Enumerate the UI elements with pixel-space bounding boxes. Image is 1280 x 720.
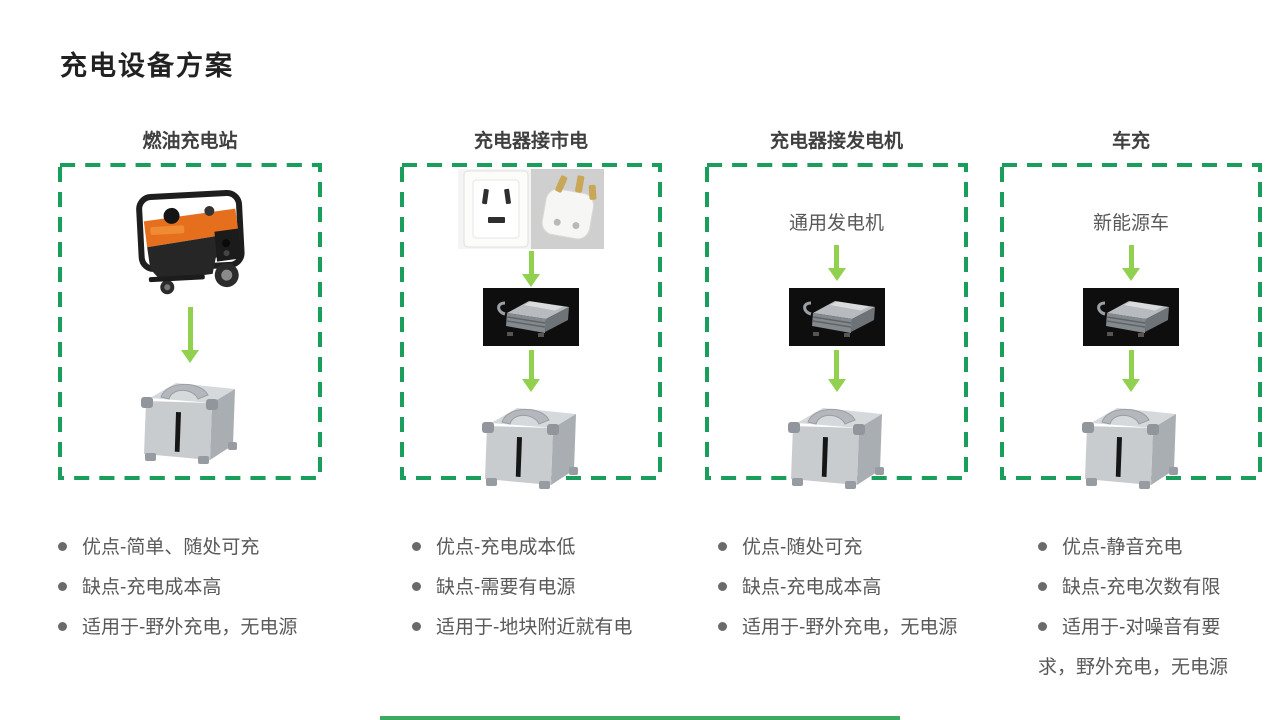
list-item: 适用于-地块附近就有电 (412, 608, 712, 648)
bullet-dot (1038, 582, 1047, 591)
bullet-dot (412, 582, 421, 591)
bullet-text: 优点-充电成本低 (436, 537, 576, 558)
bullet-dot (58, 582, 67, 591)
battery-pack-image (475, 393, 587, 493)
list-item: 缺点-充电次数有限 (1038, 568, 1236, 608)
flow-diagram: 通用发电机 (705, 163, 968, 480)
battery-pack-image (1075, 393, 1187, 493)
bullet-text: 缺点-充电成本高 (742, 577, 882, 598)
bullet-dot (58, 542, 67, 551)
wall-socket-and-plug-image (458, 169, 604, 249)
column-box-car-charger: 新能源车 (1000, 163, 1262, 480)
down-arrow-icon (834, 350, 839, 380)
list-item: 优点-充电成本低 (412, 528, 712, 568)
bullet-text: 适用于-野外充电，无电源 (742, 617, 958, 638)
bullet-dot (718, 622, 727, 631)
bullet-list-charger-mains: 优点-充电成本低 缺点-需要有电源 适用于-地块附近就有电 (412, 528, 712, 648)
battery-pack-image (134, 368, 246, 468)
bullet-dot (718, 542, 727, 551)
bullet-list-fuel-station: 优点-简单、随处可充 缺点-充电成本高 适用于-野外充电，无电源 (58, 528, 358, 648)
column-box-charger-generator: 通用发电机 (705, 163, 968, 480)
battery-pack-image (781, 393, 893, 493)
list-item: 缺点-充电成本高 (718, 568, 1014, 608)
page-title: 充电设备方案 (60, 51, 234, 81)
fuel-generator-image (119, 189, 261, 297)
bullet-text: 缺点-需要有电源 (436, 577, 576, 598)
bullet-dot (412, 622, 421, 631)
bullet-text: 缺点-充电次数有限 (1062, 577, 1221, 598)
bullet-text: 优点-简单、随处可充 (82, 537, 260, 558)
down-arrow-icon (528, 251, 534, 275)
bullet-dot (412, 542, 421, 551)
bullet-text: 适用于-对噪音有要求，野外充电，无电源 (1038, 617, 1229, 678)
column-header-charger-mains: 充电器接市电 (473, 131, 588, 152)
source-label-ev-car: 新能源车 (1092, 213, 1169, 234)
down-arrow-icon (1128, 245, 1134, 269)
column-header-car-charger: 车充 (1111, 131, 1150, 152)
column-header-fuel-station: 燃油充电站 (142, 131, 238, 152)
list-item: 缺点-需要有电源 (412, 568, 712, 608)
bullet-dot (58, 622, 67, 631)
footer-accent-bar (380, 716, 900, 720)
list-item: 优点-简单、随处可充 (58, 528, 358, 568)
list-item: 适用于-对噪音有要求，野外充电，无电源 (1038, 608, 1236, 688)
list-item: 优点-随处可充 (718, 528, 1014, 568)
list-item: 优点-静音充电 (1038, 528, 1236, 568)
bullet-dot (718, 582, 727, 591)
list-item: 适用于-野外充电，无电源 (58, 608, 358, 648)
charger-image (483, 288, 579, 346)
bullet-dot (1038, 542, 1047, 551)
bullet-list-charger-generator: 优点-随处可充 缺点-充电成本高 适用于-野外充电，无电源 (718, 528, 1014, 648)
bullet-dot (1038, 622, 1047, 631)
flow-diagram: 新能源车 (1000, 163, 1262, 480)
bullet-text: 适用于-地块附近就有电 (436, 617, 633, 638)
flow-diagram (58, 163, 322, 480)
source-label-generic-generator: 通用发电机 (788, 213, 884, 234)
dashed-border (58, 163, 322, 480)
charger-image (1083, 288, 1179, 346)
bullet-text: 缺点-充电成本高 (82, 577, 222, 598)
list-item: 缺点-充电成本高 (58, 568, 358, 608)
bullet-text: 优点-静音充电 (1062, 537, 1183, 558)
bullet-list-car-charger: 优点-静音充电 缺点-充电次数有限 适用于-对噪音有要求，野外充电，无电源 (1038, 528, 1236, 688)
bullet-text: 适用于-野外充电，无电源 (82, 617, 298, 638)
down-arrow-icon (834, 245, 839, 269)
down-arrow-icon (187, 307, 193, 351)
list-item: 适用于-野外充电，无电源 (718, 608, 1014, 648)
down-arrow-icon (1128, 350, 1134, 380)
column-box-charger-mains (400, 163, 662, 480)
down-arrow-icon (528, 350, 534, 380)
flow-diagram (400, 163, 662, 480)
bullet-text: 优点-随处可充 (742, 537, 863, 558)
column-header-charger-generator: 充电器接发电机 (769, 131, 903, 152)
charger-image (789, 288, 885, 346)
column-box-fuel-station (58, 163, 322, 480)
